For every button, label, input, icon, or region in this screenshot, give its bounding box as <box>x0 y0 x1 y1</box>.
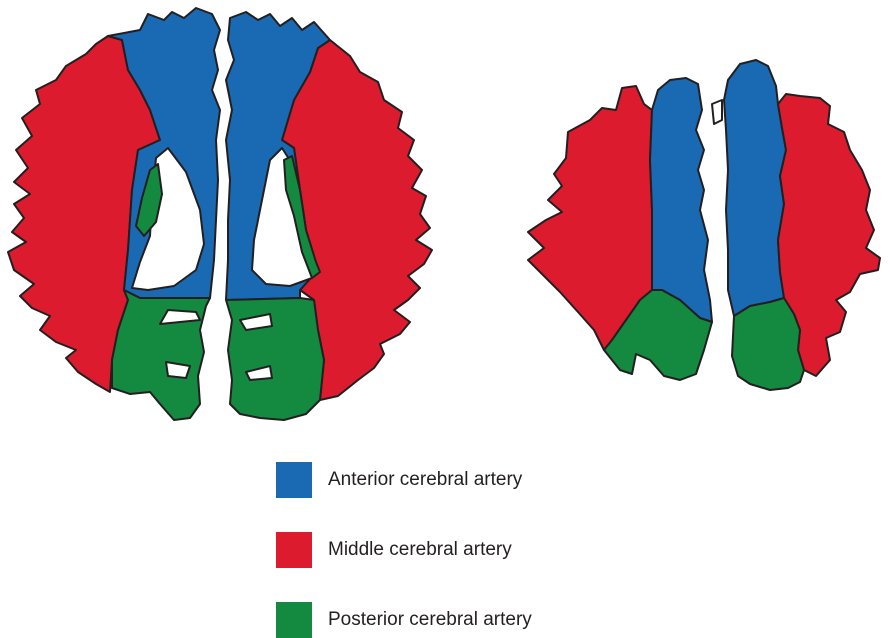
left-brain-section <box>8 8 432 420</box>
legend: Anterior cerebral artery Middle cerebral… <box>276 462 532 638</box>
legend-swatch-middle <box>276 532 312 568</box>
legend-label-middle: Middle cerebral artery <box>328 539 512 561</box>
left-section-left-pca <box>112 290 210 420</box>
legend-label-anterior: Anterior cerebral artery <box>328 469 522 491</box>
legend-item-middle: Middle cerebral artery <box>276 532 532 568</box>
right-brain-section <box>528 60 880 390</box>
legend-swatch-posterior <box>276 602 312 638</box>
legend-item-posterior: Posterior cerebral artery <box>276 602 532 638</box>
right-section-right-aca <box>724 60 786 316</box>
right-section-right-pca <box>732 298 804 390</box>
left-section-right-pca <box>226 298 324 420</box>
right-section-fissure-notch <box>712 100 722 124</box>
legend-swatch-anterior <box>276 462 312 498</box>
legend-item-anterior: Anterior cerebral artery <box>276 462 532 498</box>
right-section-left-aca <box>650 78 712 322</box>
left-section-left-sulcus-2 <box>166 362 190 378</box>
legend-label-posterior: Posterior cerebral artery <box>328 609 532 631</box>
